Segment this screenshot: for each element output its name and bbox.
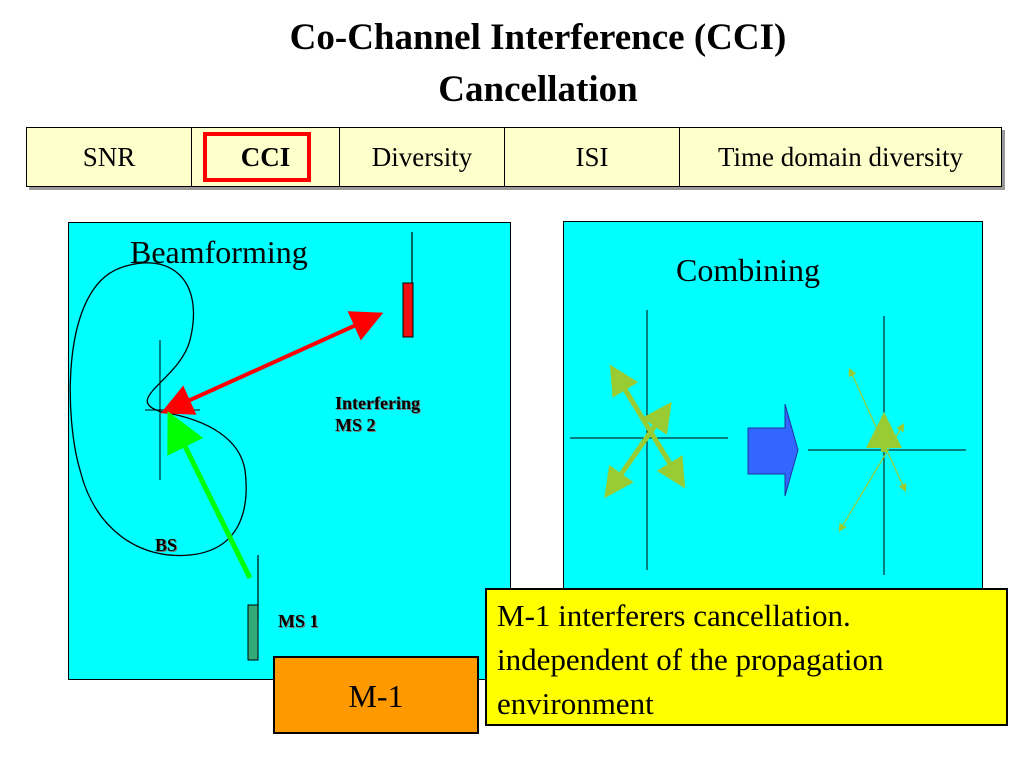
ms2-handset — [402, 282, 414, 338]
beamforming-panel — [68, 222, 511, 680]
tab-cci-label: CCI — [240, 142, 291, 172]
combine-thin-vector-b — [838, 422, 905, 533]
desired-signal-arrow — [167, 411, 253, 580]
note-line-3: environment — [497, 686, 654, 721]
m1-box: M-1 — [273, 656, 479, 734]
bs-label: BS — [155, 535, 178, 555]
cci-highlight-frame — [203, 132, 311, 182]
ms1-label: MS 1 — [278, 611, 319, 631]
tab-cci[interactable]: CCI — [192, 128, 340, 186]
combine-vector-b — [604, 401, 672, 499]
ms1-handset — [247, 604, 259, 661]
note-line-2: independent of the propagation — [497, 642, 884, 677]
tab-diversity[interactable]: Diversity — [340, 128, 505, 186]
combine-transform-arrow — [747, 403, 799, 497]
interferer-label-line2: MS 2 — [335, 415, 376, 435]
tab-snr[interactable]: SNR — [27, 128, 192, 186]
page-title: Co-Channel Interference (CCI) — [289, 17, 787, 58]
tab-time-domain-diversity[interactable]: Time domain diversity — [717, 142, 963, 172]
interfering-arrow — [160, 311, 384, 415]
note-line-1: M-1 interferers cancellation. — [497, 598, 851, 633]
topic-tab-bar: SNR CCI Diversity ISI Time domain divers… — [26, 127, 1002, 187]
combining-title: Combining — [676, 252, 821, 288]
combine-thin-vector-a — [848, 367, 907, 493]
tab-isi[interactable]: ISI — [505, 128, 680, 186]
page-subtitle: Cancellation — [438, 69, 638, 110]
m1-box-text: M-1 — [348, 678, 404, 714]
note-box: M-1 interferers cancellation. independen… — [485, 588, 1008, 726]
